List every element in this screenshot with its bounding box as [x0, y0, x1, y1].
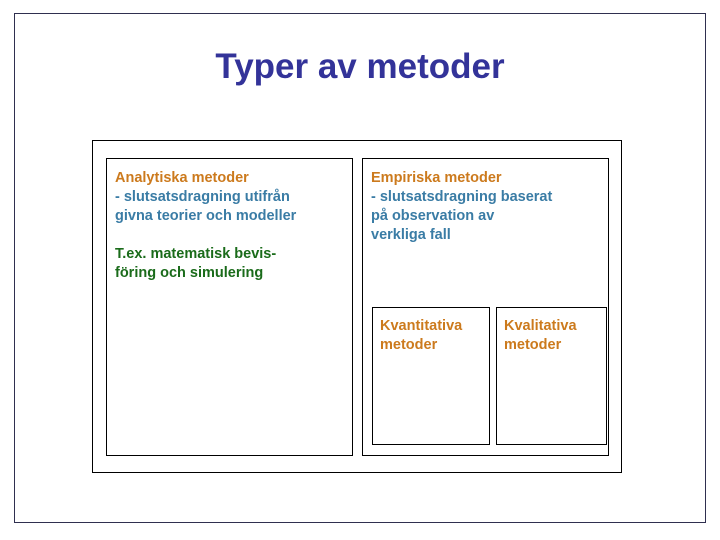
- qualitative-label: Kvalitativa metoder: [504, 318, 577, 353]
- diagram-container-box: [92, 140, 622, 473]
- box-analytical-methods[interactable]: Analytiska metoder - slutsatsdragning ut…: [106, 158, 353, 456]
- analytical-detail: - slutsatsdragning utifrån givna teorier…: [115, 189, 297, 224]
- empirical-detail: - slutsatsdragning baserat på observatio…: [371, 189, 553, 243]
- analytical-heading: Analytiska metoder: [115, 170, 249, 186]
- empirical-heading: Empiriska metoder: [371, 170, 502, 186]
- quantitative-label: Kvantitativa metoder: [380, 318, 463, 353]
- empirical-text-block: Empiriska metoder - slutsatsdragning bas…: [371, 169, 606, 245]
- slide-border-frame: [14, 13, 706, 523]
- analytical-example: T.ex. matematisk bevis- föring och simul…: [115, 246, 277, 281]
- box-qualitative-methods[interactable]: Kvalitativa metoder: [496, 307, 607, 445]
- page-title: Typer av metoder: [215, 47, 505, 86]
- box-quantitative-methods[interactable]: Kvantitativa metoder: [372, 307, 490, 445]
- analytical-text-block: Analytiska metoder - slutsatsdragning ut…: [115, 169, 350, 283]
